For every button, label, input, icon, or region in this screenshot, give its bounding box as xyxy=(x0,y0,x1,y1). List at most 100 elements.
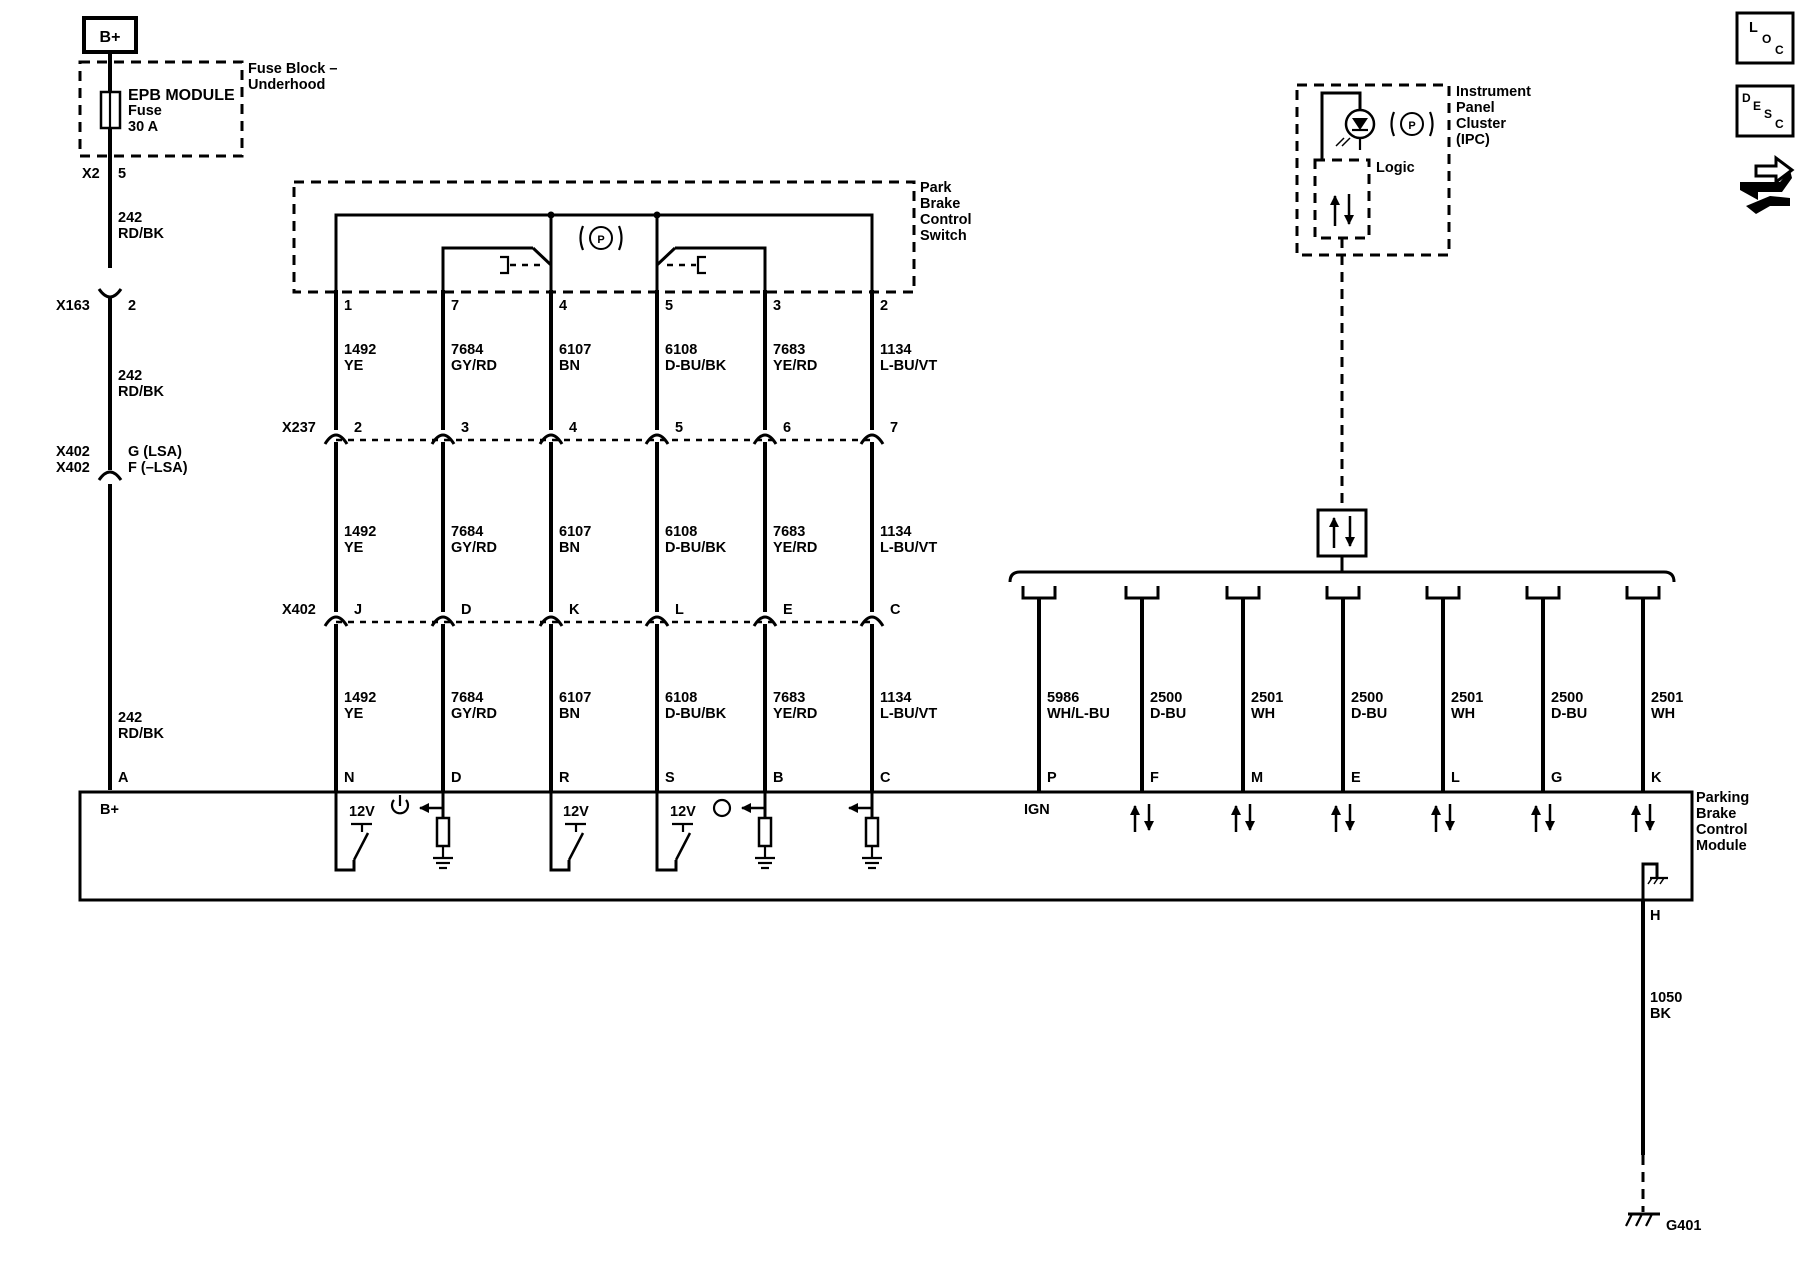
x402-pin: E xyxy=(783,602,793,618)
module-title-2: Brake xyxy=(1696,806,1736,822)
input-switch-r: 12V xyxy=(549,790,589,872)
wire-circuit: 6108 xyxy=(665,524,697,540)
x237-pin: 7 xyxy=(890,420,898,436)
switch-wires: 11492YE21492YEJ1492YEN77684GY/RD37684GY/… xyxy=(323,290,937,792)
power-icon xyxy=(390,795,410,815)
x402-feed-connector: X402 X402 G (LSA) F (–LSA) xyxy=(56,444,188,790)
x402-pin: C xyxy=(890,602,901,618)
bidirectional-data-icon xyxy=(1331,804,1355,832)
wire-color: WH xyxy=(1451,706,1475,722)
module-pin: N xyxy=(344,770,354,786)
module-pin: G xyxy=(1551,770,1562,786)
switch-pin: 2 xyxy=(880,298,888,314)
ipc-park-symbol-icon: P xyxy=(1390,111,1434,137)
bidirectional-data-icon xyxy=(1431,804,1455,832)
ipc-logic-label: Logic xyxy=(1376,160,1415,176)
desc-letter-s: S xyxy=(1764,107,1772,121)
wire-circuit: 1134 xyxy=(880,690,911,706)
wire-color: YE/RD xyxy=(773,358,817,374)
wire-circuit: 1134 xyxy=(880,524,911,540)
wire-color: D-BU/BK xyxy=(665,706,727,722)
v12-label-s: 12V xyxy=(670,804,696,820)
feed-color-2: RD/BK xyxy=(118,384,164,400)
wire-circuit: 6107 xyxy=(559,524,591,540)
fuse-block-title-1: Fuse Block – xyxy=(248,61,337,77)
module-title-4: Module xyxy=(1696,838,1747,854)
fuse-block: EPB MODULE Fuse 30 A Fuse Block – Underh… xyxy=(78,60,337,158)
wire-circuit: 1134 xyxy=(880,342,911,358)
input-switch-n: 12V xyxy=(334,790,375,872)
ipc-title-3: Cluster xyxy=(1456,116,1506,132)
wire-color: D-BU xyxy=(1351,706,1387,722)
data-bus-bracket xyxy=(1008,570,1676,583)
switch-pin: 1 xyxy=(344,298,352,314)
module-title-1: Parking xyxy=(1696,790,1749,806)
wire-color: L-BU/VT xyxy=(880,540,937,556)
location-view-icon[interactable]: L O C xyxy=(1735,11,1795,65)
description-view-icon[interactable]: D E S C xyxy=(1735,84,1795,138)
wire-circuit: 1492 xyxy=(344,690,376,706)
x402-pin-1: G (LSA) xyxy=(128,444,182,460)
v12-label-r: 12V xyxy=(563,804,589,820)
ground-location: G401 xyxy=(1666,1218,1701,1234)
wire-circuit: 7684 xyxy=(451,524,483,540)
ground-circuit: 1050 xyxy=(1650,990,1682,1006)
module-ground-icon xyxy=(1641,862,1668,900)
repair-hand-icon[interactable] xyxy=(1740,155,1795,214)
input-resistor-d xyxy=(390,790,453,870)
wire-color: D-BU xyxy=(1150,706,1186,722)
loc-letter-l: L xyxy=(1749,20,1758,36)
wire-circuit: 6108 xyxy=(665,342,697,358)
x402-pin: K xyxy=(569,602,580,618)
ipc-data-arrows-icon xyxy=(1330,194,1354,226)
bidirectional-data-icon xyxy=(1531,804,1555,832)
ipc-title-4: (IPC) xyxy=(1456,132,1490,148)
wire-color: WH/L-BU xyxy=(1047,706,1110,722)
input-resistor-c xyxy=(848,790,882,870)
wire-color: BN xyxy=(559,540,580,556)
ipc-title-1: Instrument xyxy=(1456,84,1531,100)
switch-pin: 4 xyxy=(559,298,567,314)
x163-label: X163 xyxy=(56,298,90,314)
module-pin: S xyxy=(665,770,675,786)
switch-title-3: Control xyxy=(920,212,972,228)
x163-connector: X163 2 xyxy=(56,288,136,470)
wire-color: WH xyxy=(1251,706,1275,722)
park-symbol-letter: P xyxy=(597,234,604,246)
module-ign-label: IGN xyxy=(1024,802,1050,818)
input-resistor-b xyxy=(712,790,775,870)
x402-label-2: X402 xyxy=(56,460,90,476)
desc-letter-c: C xyxy=(1775,117,1784,131)
wire-circuit: 5986 xyxy=(1047,690,1079,706)
wire-circuit: 2501 xyxy=(1451,690,1483,706)
wire-color: GY/RD xyxy=(451,358,497,374)
fuse-block-title-2: Underhood xyxy=(248,77,325,93)
module-pin-a: A xyxy=(118,770,129,786)
ground-pin-h: H xyxy=(1650,908,1660,924)
feed-color-1: RD/BK xyxy=(118,226,164,242)
desc-letter-e: E xyxy=(1753,99,1761,113)
wire-color: YE xyxy=(344,706,364,722)
x237-pin: 4 xyxy=(569,420,577,436)
v12-label-n: 12V xyxy=(349,804,375,820)
bidirectional-data-icon xyxy=(1631,804,1655,832)
wire-color: GY/RD xyxy=(451,706,497,722)
module-pin: D xyxy=(451,770,461,786)
x402-pin-2: F (–LSA) xyxy=(128,460,188,476)
wire-circuit: 2500 xyxy=(1551,690,1583,706)
ground-color: BK xyxy=(1650,1006,1671,1022)
loc-letter-c: C xyxy=(1775,43,1784,57)
fuse-type: Fuse xyxy=(128,103,162,119)
parking-brake-control-module: B+ IGN Parking Brake Control Module 12V … xyxy=(78,790,1749,902)
module-pin: F xyxy=(1150,770,1159,786)
